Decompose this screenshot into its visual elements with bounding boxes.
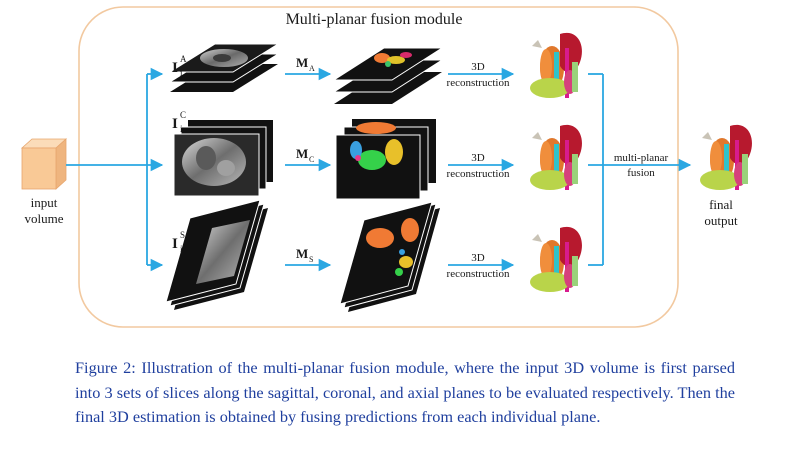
input-splitter-arrows	[66, 67, 164, 272]
fusion-merge-arrows	[588, 73, 692, 266]
recon-render-a	[530, 32, 582, 98]
recon-label-a-2: reconstruction	[447, 77, 510, 89]
slice-label-c-sup: C	[180, 110, 186, 120]
axial-prediction-stack	[332, 47, 444, 104]
model-label-c-sub: C	[309, 155, 314, 164]
model-label-s: M	[296, 246, 308, 261]
final-output-render	[700, 124, 752, 190]
slice-label-c: I	[172, 116, 178, 132]
recon-label-c-1: 3D	[471, 152, 485, 164]
slice-label-c-sub: i	[180, 124, 183, 134]
slice-label-a-sup: A	[180, 54, 187, 64]
recon-render-c	[530, 124, 582, 190]
model-label-a: M	[296, 55, 308, 70]
recon-label-c-2: reconstruction	[447, 168, 510, 180]
recon-label-s-1: 3D	[471, 252, 485, 264]
sagittal-slices-stack	[165, 199, 268, 310]
figure-caption: Figure 2: Illustration of the multi-plan…	[75, 358, 735, 426]
slice-label-a: I	[172, 60, 178, 76]
recon-label-a-1: 3D	[471, 61, 485, 73]
fusion-diagram: Multi-planar fusion module input volume …	[20, 6, 752, 328]
slice-label-a-sub: i	[180, 68, 183, 78]
slice-label-s: I	[172, 236, 178, 252]
output-label-line1: final	[709, 197, 733, 212]
recon-render-s	[530, 226, 582, 292]
coronal-slices-stack	[173, 120, 273, 197]
model-label-c: M	[296, 146, 308, 161]
module-container	[78, 6, 679, 328]
model-label-s-sub: S	[309, 255, 313, 264]
input-label-line2: volume	[25, 211, 64, 226]
coronal-prediction-stack	[335, 119, 436, 200]
axial-slices-stack	[168, 43, 280, 92]
sagittal-prediction-stack	[339, 201, 440, 312]
fusion-label-line2: fusion	[627, 167, 655, 179]
input-label-line1: input	[31, 195, 58, 210]
output-label-line2: output	[704, 213, 738, 228]
recon-label-s-2: reconstruction	[447, 268, 510, 280]
slice-label-s-sub: i	[180, 244, 183, 254]
fusion-label-line1: multi-planar	[614, 152, 669, 164]
slice-label-s-sup: S	[180, 230, 185, 240]
input-volume-cube	[20, 138, 68, 190]
module-title: Multi-planar fusion module	[286, 11, 463, 28]
model-label-a-sub: A	[309, 64, 315, 73]
